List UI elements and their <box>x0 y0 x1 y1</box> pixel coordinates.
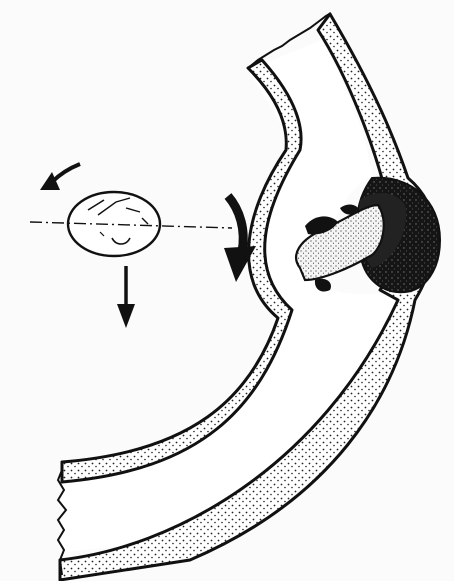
downward-arrow-head-icon <box>117 304 135 328</box>
flow-arrow-shaft <box>228 196 243 252</box>
downward-arrow <box>117 266 135 328</box>
projection-right-blot <box>340 205 360 215</box>
rotation-arrow <box>40 164 80 190</box>
rotation-arrow-shaft <box>52 164 80 182</box>
curved-vessel <box>58 13 435 580</box>
rotation-arrow-head-icon <box>40 172 60 190</box>
